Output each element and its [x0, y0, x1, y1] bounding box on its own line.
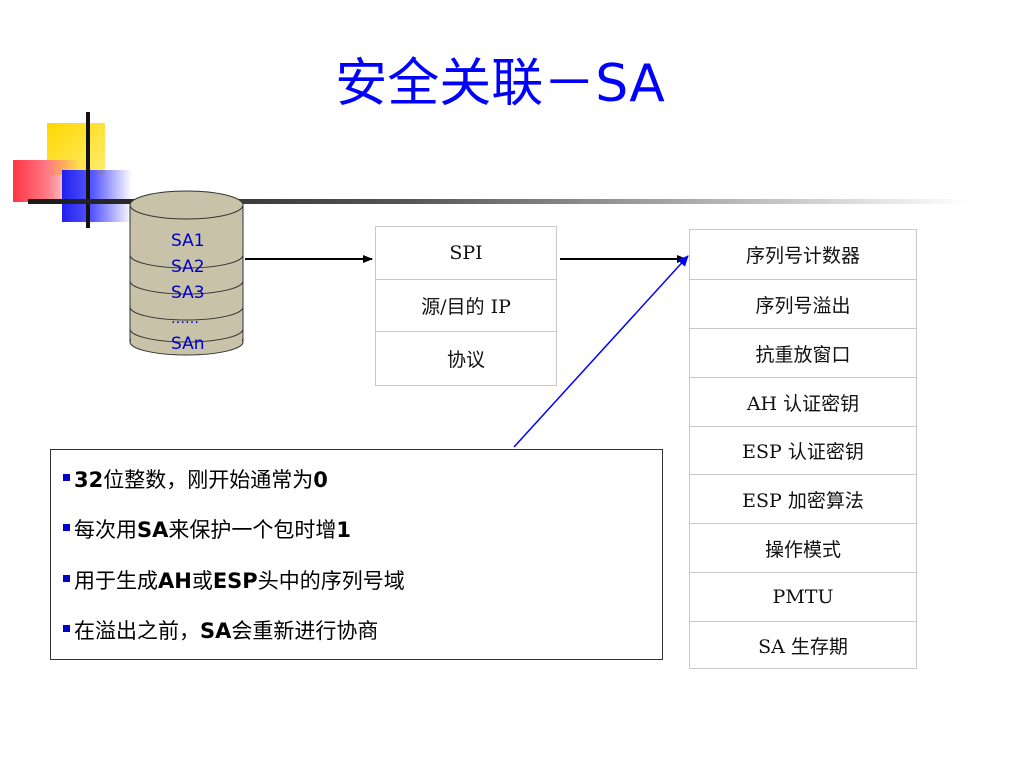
- decor-horizontal-rule: [28, 199, 970, 204]
- notes-box: 32位整数，刚开始通常为0 每次用SA来保护一个包时增1 用于生成AH或ESP头…: [50, 449, 663, 660]
- square-bullet-icon: [63, 575, 70, 582]
- param-row: SA 生存期: [690, 621, 916, 668]
- param-row: 抗重放窗口: [690, 328, 916, 377]
- slide-title: 安全关联－SA: [335, 54, 665, 114]
- square-bullet-icon: [63, 625, 70, 632]
- note-item: 在溢出之前，SA会重新进行协商: [63, 617, 378, 645]
- db-label-ellipsis: ……: [171, 311, 199, 327]
- square-bullet-icon: [63, 474, 70, 481]
- param-row: ESP 加密算法: [690, 474, 916, 523]
- arrow-note-to-counter: [513, 255, 689, 448]
- selector-table: SPI 源/目的 IP 协议: [375, 226, 557, 386]
- sa-params-table: 序列号计数器 序列号溢出 抗重放窗口 AH 认证密钥 ESP 认证密钥 ESP …: [689, 229, 917, 669]
- note-item: 32位整数，刚开始通常为0: [63, 466, 328, 494]
- selector-row-protocol: 协议: [376, 331, 556, 385]
- param-row: 序列号计数器: [745, 245, 860, 267]
- note-item: 每次用SA来保护一个包时增1: [63, 516, 351, 544]
- db-label-sa3: SA3: [171, 283, 205, 303]
- decor-vertical-line: [86, 112, 90, 228]
- db-label-san: SAn: [171, 334, 205, 354]
- selector-row-ip: 源/目的 IP: [376, 279, 556, 331]
- param-row: PMTU: [690, 572, 916, 621]
- param-row: 操作模式: [690, 523, 916, 572]
- note-item: 用于生成AH或ESP头中的序列号域: [63, 567, 405, 595]
- selector-row-spi: SPI: [449, 242, 483, 264]
- param-row: ESP 认证密钥: [690, 426, 916, 474]
- param-row: AH 认证密钥: [690, 377, 916, 426]
- decor-blue-square: [62, 170, 132, 222]
- square-bullet-icon: [63, 524, 70, 531]
- database-cylinder: [129, 190, 244, 356]
- param-row: 序列号溢出: [690, 279, 916, 328]
- db-label-sa2: SA2: [171, 257, 205, 277]
- db-label-sa1: SA1: [171, 231, 205, 251]
